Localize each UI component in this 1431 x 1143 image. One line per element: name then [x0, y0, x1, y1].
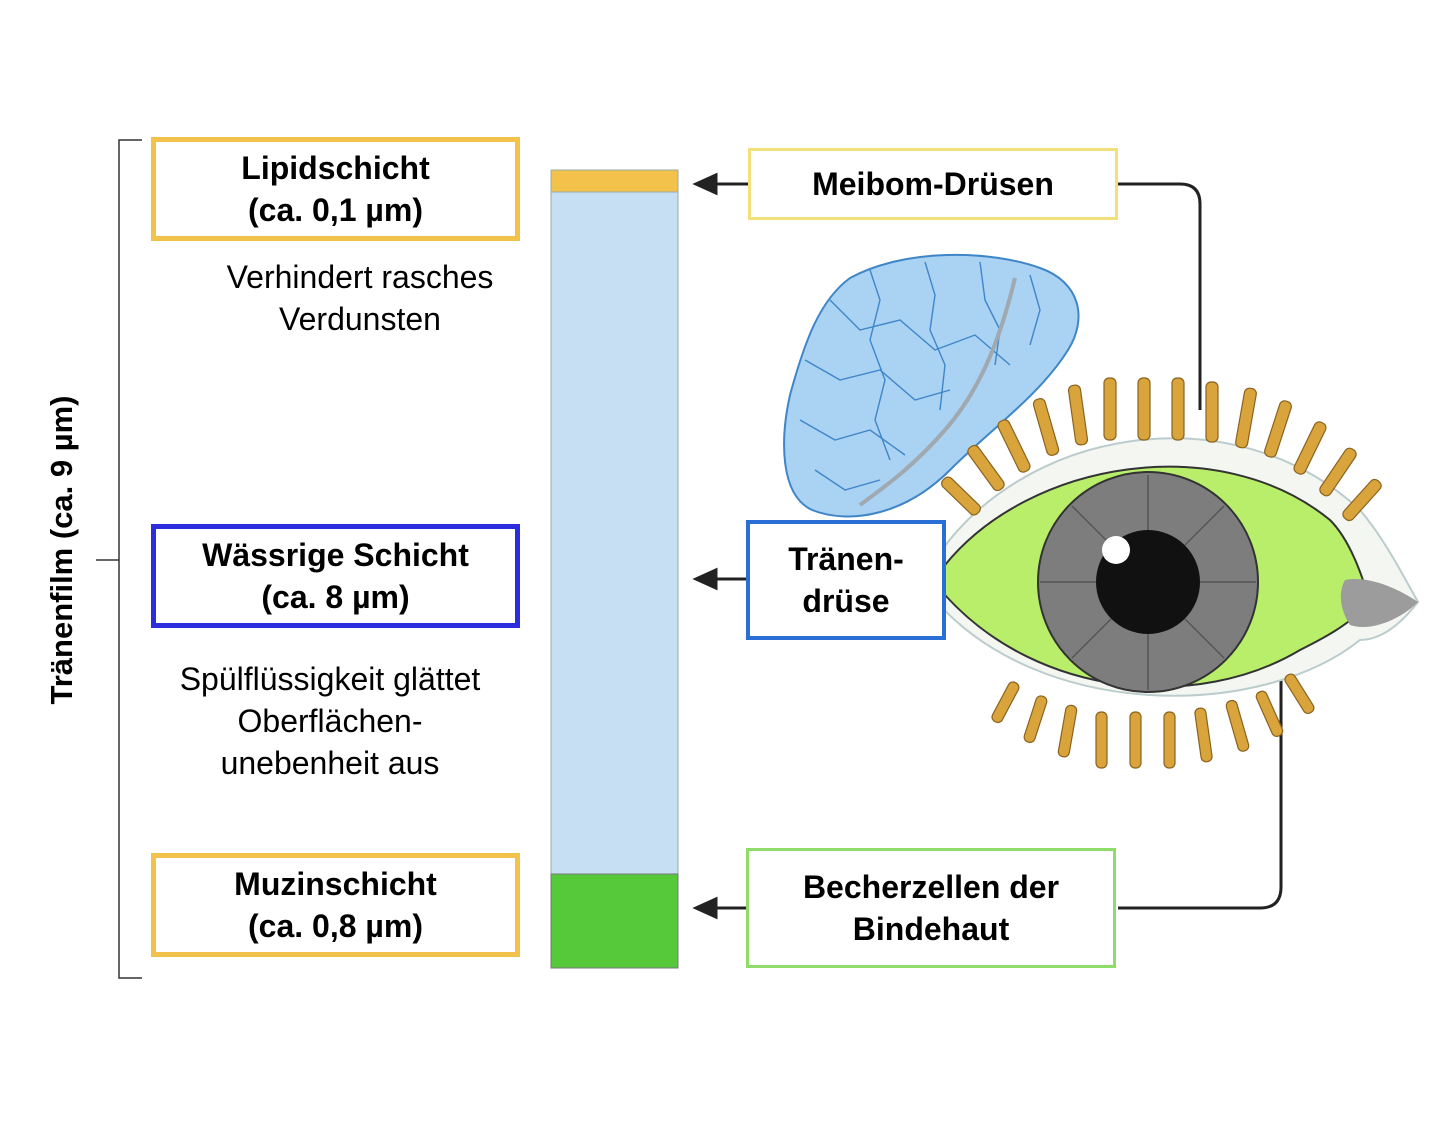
arrow-goblet: [692, 896, 718, 920]
aqueous-layer-box: Wässrige Schicht (ca. 8 µm): [151, 524, 520, 628]
meibom-glands-label: Meibom-Drüsen: [812, 166, 1054, 202]
tear-film-bracket: [96, 139, 142, 979]
aqueous-layer-bar: [550, 191, 679, 875]
lipid-layer-title: Lipidschicht: [241, 150, 430, 186]
lacrimal-gland-label-1: Tränen-: [788, 541, 904, 577]
eye: [934, 437, 1420, 697]
goblet-cells-label-1: Becherzellen der: [802, 869, 1060, 905]
lipid-layer-box: Lipidschicht (ca. 0,1 µm): [151, 137, 520, 241]
goblet-cells-label-2: Bindehaut: [852, 911, 1010, 947]
lipid-layer-description: Verhindert rasches Verdunsten: [226, 259, 494, 337]
goblet-cells-box: Becherzellen der Bindehaut: [746, 848, 1116, 968]
lipid-layer-thickness: (ca. 0,1 µm): [248, 192, 423, 228]
arrow-meibom: [692, 172, 718, 196]
lacrimal-gland: [783, 253, 1080, 518]
mucin-layer-title: Muzinschicht: [234, 866, 437, 902]
aqueous-layer-description: Spülflüssigkeit glättet Oberflächen- une…: [179, 661, 481, 781]
iris-highlight: [1102, 536, 1130, 564]
lacrimal-gland-box: Tränen- drüse: [746, 520, 946, 640]
connector-lines: [1118, 182, 1283, 910]
mucin-layer-thickness: (ca. 0,8 µm): [248, 908, 423, 944]
lipid-layer-bar: [550, 169, 679, 193]
layer-column: [550, 169, 679, 969]
meibom-glands-box: Meibom-Drüsen: [748, 148, 1118, 220]
arrows: [692, 172, 748, 920]
arrow-lacrimal: [692, 567, 718, 591]
lashes: [941, 377, 1382, 769]
lacrimal-gland-label-2: drüse: [802, 583, 890, 619]
aqueous-layer-thickness: (ca. 8 µm): [261, 579, 410, 615]
mucin-layer-bar: [550, 873, 679, 969]
aqueous-layer-title: Wässrige Schicht: [202, 537, 469, 573]
mucin-layer-box: Muzinschicht (ca. 0,8 µm): [151, 853, 520, 957]
